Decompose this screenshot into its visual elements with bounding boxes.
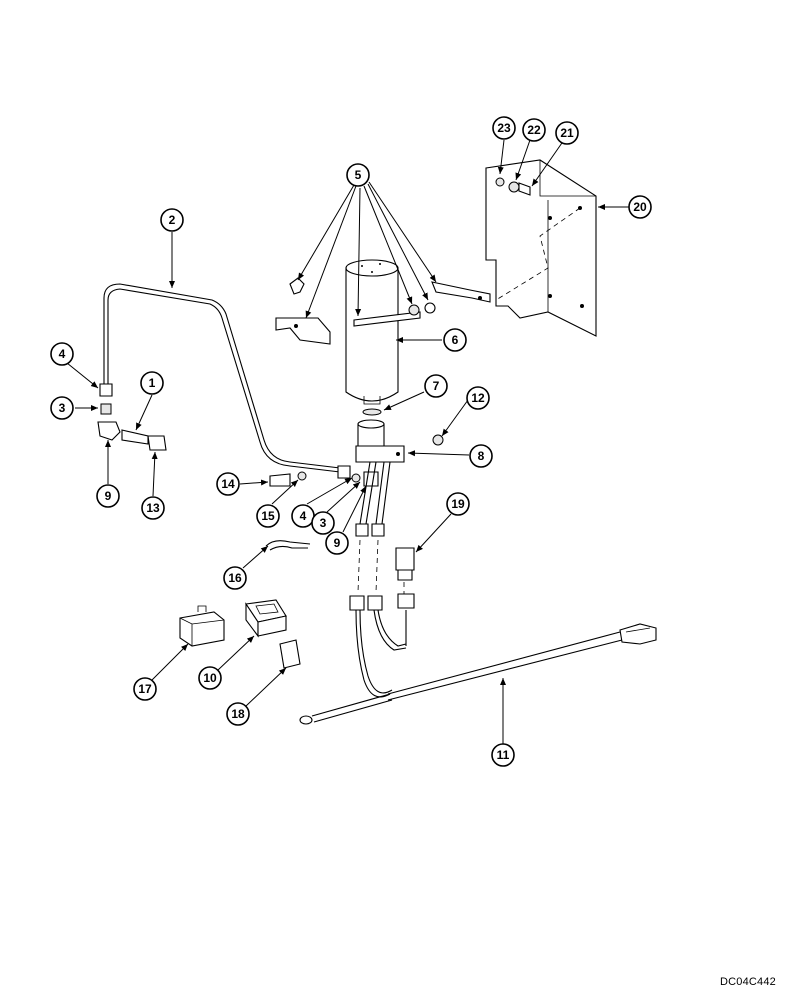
callout-label: 13 (146, 501, 160, 515)
callout-15: 15 (256, 504, 280, 528)
callout-label: 20 (633, 200, 647, 214)
callout-4-center: 4 (291, 504, 315, 528)
left-fittings (97, 383, 167, 451)
callout-label: 23 (497, 121, 511, 135)
callout-6: 6 (443, 328, 467, 352)
callout-label: 14 (221, 477, 235, 491)
wire-clip (265, 540, 311, 551)
mounting-bracket (485, 159, 597, 337)
callout-12: 12 (466, 386, 490, 410)
drawing-code: DC04C442 (719, 976, 776, 988)
decal (279, 639, 301, 669)
housing-fittings (269, 465, 379, 487)
callout-label: 3 (59, 401, 66, 415)
bracket-hardware (495, 177, 531, 196)
callout-label: 7 (433, 379, 440, 393)
callout-label: 9 (334, 536, 341, 550)
callout-2: 2 (160, 208, 184, 232)
callout-10: 10 (198, 666, 222, 690)
callout-label: 3 (320, 516, 327, 530)
callout-label: 1 (149, 376, 156, 390)
callout-label: 11 (497, 748, 510, 762)
callout-9-left: 9 (96, 484, 120, 508)
callout-18: 18 (226, 702, 250, 726)
tube (103, 283, 341, 473)
callout-17: 17 (133, 677, 157, 701)
filter-canister (345, 259, 399, 405)
callout-22: 22 (522, 118, 546, 142)
callout-label: 4 (300, 509, 307, 523)
callout-19: 19 (446, 492, 470, 516)
callout-label: 21 (560, 126, 574, 140)
callout-label: 16 (228, 571, 242, 585)
callout-1: 1 (140, 371, 164, 395)
callout-label: 8 (478, 449, 485, 463)
callout-16: 16 (223, 566, 247, 590)
callout-label: 10 (203, 671, 217, 685)
callout-label: 15 (261, 509, 275, 523)
callout-14: 14 (216, 472, 240, 496)
timer-module (245, 599, 287, 638)
callout-label: 22 (527, 123, 541, 137)
callout-4-left: 4 (50, 342, 74, 366)
callout-label: 5 (355, 168, 362, 182)
valve-housing (355, 408, 444, 463)
callout-label: 2 (169, 213, 176, 227)
callout-5: 5 (346, 163, 370, 187)
sensor-leads (355, 461, 391, 593)
callout-3-center: 3 (311, 511, 335, 535)
callout-21: 21 (555, 121, 579, 145)
callout-label: 4 (59, 347, 66, 361)
callout-label: 19 (451, 497, 465, 511)
clamp-hardware (275, 277, 491, 345)
callout-label: 17 (138, 682, 152, 696)
callout-9-center: 9 (325, 531, 349, 555)
callout-label: 6 (452, 333, 459, 347)
callout-20: 20 (628, 195, 652, 219)
wiring-harness (299, 593, 657, 725)
callout-23: 23 (492, 116, 516, 140)
callout-8: 8 (469, 444, 493, 468)
callout-label: 12 (471, 391, 485, 405)
callout-7: 7 (424, 374, 448, 398)
relay (179, 605, 225, 647)
callout-13: 13 (141, 496, 165, 520)
leader-lines (66, 139, 630, 744)
pressure-switch (395, 547, 415, 594)
callout-label: 18 (231, 707, 245, 721)
callout-11: 11 (491, 743, 515, 767)
callout-label: 9 (105, 489, 112, 503)
callout-3-left: 3 (50, 396, 74, 420)
